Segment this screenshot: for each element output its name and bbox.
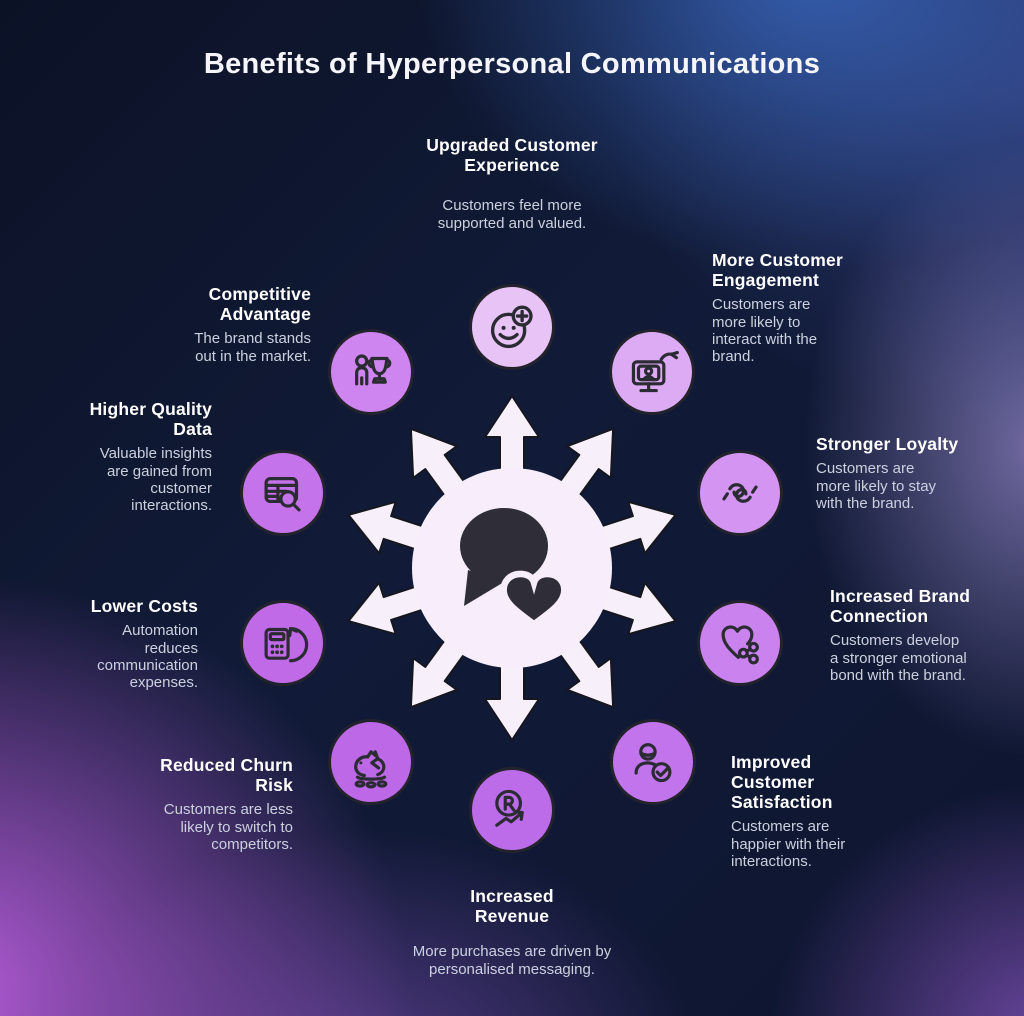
person-trophy-icon [355,354,392,386]
benefit-heading: Lower Costs [90,596,198,616]
node-increased-brand-connection [697,600,783,686]
benefit-heading: Increased Brand Connection [830,586,971,627]
benefit-heading: More Customer Engagement [712,250,843,291]
node-competitive-advantage [328,329,414,415]
chat-heart-icon [460,508,568,629]
benefit-description: Customers develop a stronger emotional b… [830,632,967,685]
node-upgraded-customer-experience [469,284,555,370]
benefit-heading: Competitive Advantage [208,284,311,325]
arrow-ene [559,500,677,564]
benefit-increased-revenue: Increased Revenue More purchases are dri… [382,886,642,978]
arrow-nne [533,427,615,532]
node-stronger-loyalty [697,450,783,536]
benefit-description: Customers are less likely to switch to c… [163,801,293,854]
node-lower-costs [240,600,326,686]
node-increased-revenue [469,767,555,853]
monitor-touch-icon [631,350,679,393]
smiley-plus-icon [490,305,533,349]
benefit-lower-costs: Lower Costs Automation reduces communica… [28,596,198,692]
benefit-description: Customers feel more supported and valued… [437,197,587,232]
benefit-competitive-advantage: Competitive Advantage The brand stands o… [151,284,311,365]
arrow-ssw [409,604,491,709]
benefit-more-customer-engagement: More Customer Engagement Customers are m… [712,250,862,366]
arrow-nnw [409,427,491,532]
arrow-wsw [347,572,465,636]
benefit-reduced-churn-risk: Reduced Churn Risk Customers are less li… [128,755,293,853]
node-improved-customer-satisfaction [610,719,696,805]
benefit-heading: Upgraded Customer Experience [426,135,598,176]
benefit-heading: Improved Customer Satisfaction [731,752,833,813]
data-search-icon [264,477,301,512]
broken-piggy-bank-icon [354,750,388,789]
benefit-heading: Increased Revenue [470,886,554,927]
benefit-heading: Higher Quality Data [89,399,212,440]
benefit-upgraded-customer-experience: Upgraded Customer Experience Customers f… [392,135,632,232]
node-reduced-churn-risk [328,719,414,805]
benefit-description: Valuable insights are gained from custom… [99,445,212,515]
benefit-higher-quality-data: Higher Quality Data Valuable insights ar… [60,399,212,515]
arrow-sse [533,604,615,709]
benefit-increased-brand-connection: Increased Brand Connection Customers dev… [830,586,995,684]
benefit-heading: Reduced Churn Risk [160,755,293,796]
benefit-description: Customers are happier with their interac… [731,818,846,871]
arrow-s [484,622,540,741]
benefit-description: More purchases are driven by personalise… [412,943,612,978]
benefit-description: Automation reduces communication expense… [97,622,198,692]
benefit-stronger-loyalty: Stronger Loyalty Customers are more like… [816,434,981,512]
page-title: Benefits of Hyperpersonal Communications [203,48,821,80]
benefit-improved-customer-satisfaction: Improved Customer Satisfaction Customers… [731,752,881,871]
user-check-icon [634,743,672,783]
pinky-promise-icon [722,483,758,503]
calculator-refresh-icon [264,627,309,663]
node-higher-quality-data [240,450,326,536]
benefit-description: The brand stands out in the market. [194,330,311,365]
benefit-description: Customers are more likely to interact wi… [712,296,818,366]
hub-circle [412,468,612,668]
node-more-customer-engagement [609,329,695,415]
coin-growth-icon [495,789,524,827]
benefit-heading: Stronger Loyalty [816,434,959,454]
arrow-n [484,395,540,514]
arrow-wnw [347,500,465,564]
heart-share-icon [721,625,759,665]
benefit-description: Customers are more likely to stay with t… [816,460,937,512]
arrow-ese [559,572,677,636]
